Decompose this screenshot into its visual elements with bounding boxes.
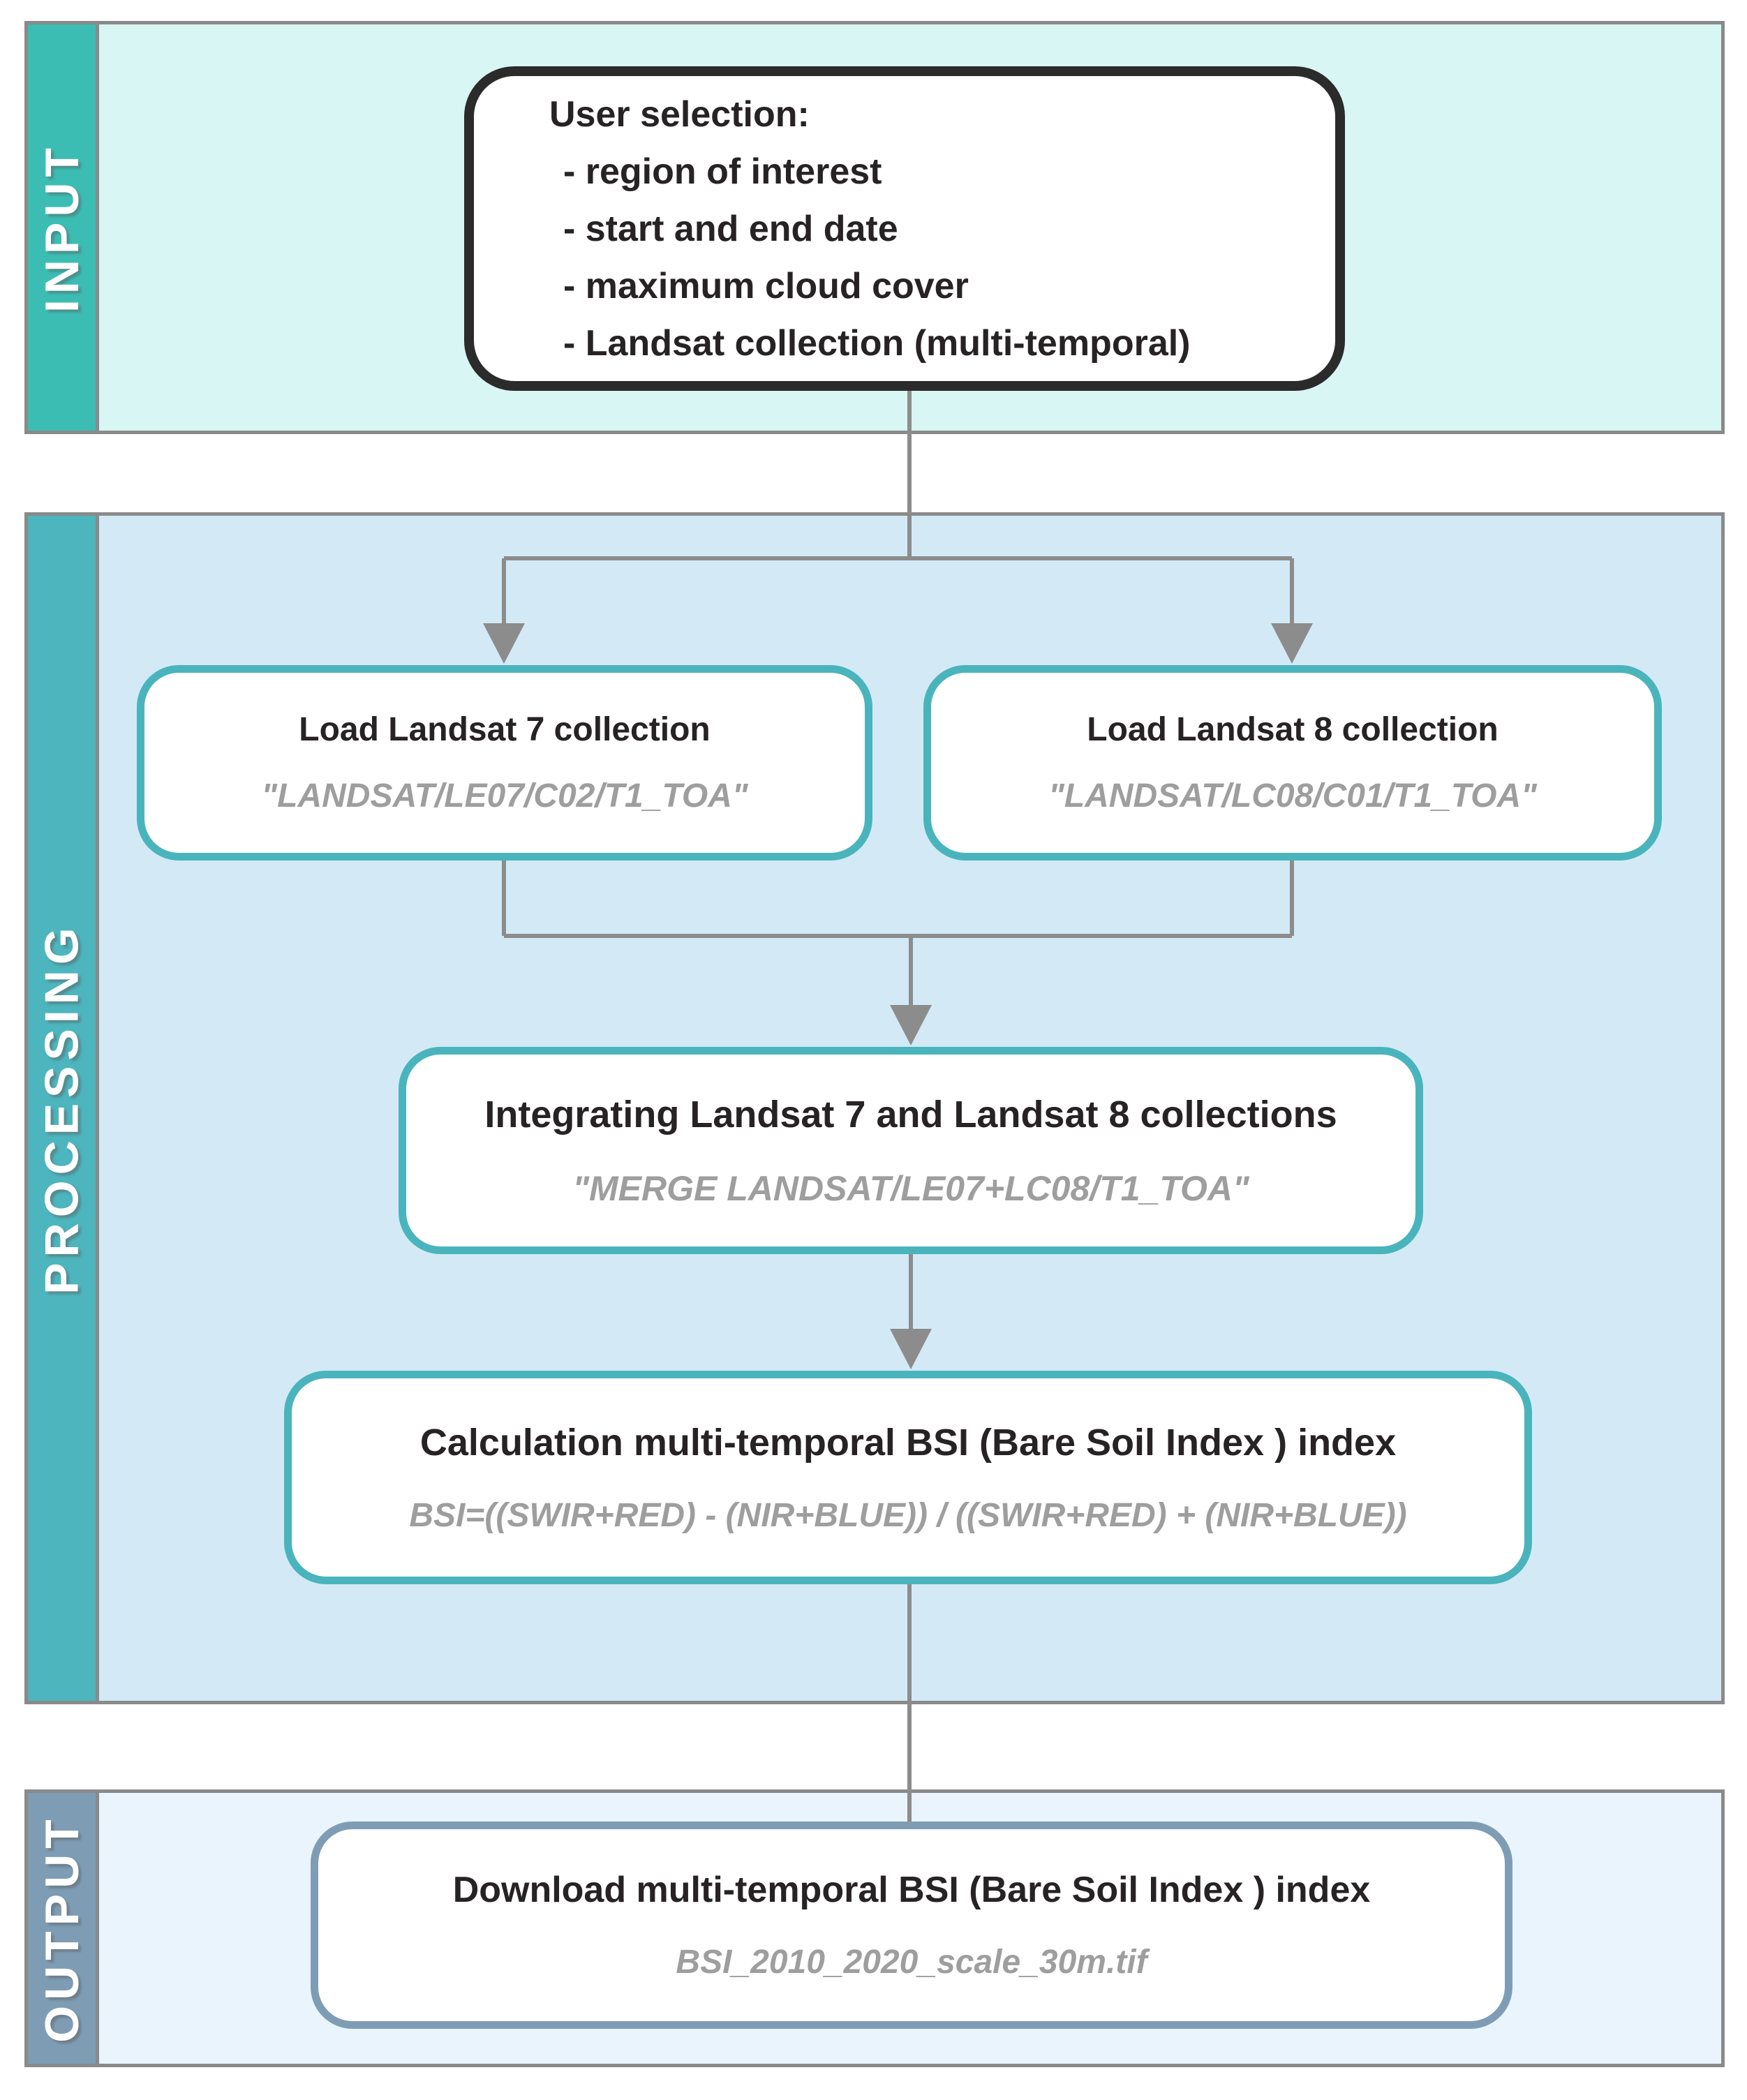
list-item: - start and end date	[563, 208, 898, 249]
output-section-label: OUTPUT	[35, 1814, 89, 2043]
list-item: - maximum cloud cover	[563, 265, 969, 306]
download-bsi-box: Download multi-temporal BSI (Bare Soil I…	[311, 1822, 1512, 2029]
processing-section-sidebar: PROCESSING	[28, 516, 99, 1701]
user-selection-box: User selection: - region of interest - st…	[464, 66, 1345, 391]
calculate-bsi-box: Calculation multi-temporal BSI (Bare Soi…	[284, 1371, 1532, 1584]
download-bsi-title: Download multi-temporal BSI (Bare Soil I…	[452, 1870, 1371, 1910]
processing-section-label: PROCESSING	[35, 922, 89, 1295]
load-landsat8-box: Load Landsat 8 collection "LANDSAT/LC08/…	[923, 665, 1662, 861]
list-item: - region of interest	[563, 151, 882, 192]
input-section-label: INPUT	[35, 142, 89, 313]
load-landsat8-title: Load Landsat 8 collection	[1087, 711, 1499, 748]
integrate-collections-code: "MERGE LANDSAT/LE07+LC08/T1_TOA"	[572, 1168, 1249, 1208]
load-landsat7-code: "LANDSAT/LE07/C02/T1_TOA"	[261, 777, 748, 814]
user-selection-items: - region of interest - start and end date…	[549, 143, 1191, 372]
calculate-bsi-title: Calculation multi-temporal BSI (Bare Soi…	[419, 1421, 1397, 1464]
load-landsat8-code: "LANDSAT/LC08/C01/T1_TOA"	[1048, 777, 1537, 814]
integrate-collections-box: Integrating Landsat 7 and Landsat 8 coll…	[399, 1047, 1423, 1254]
input-section-sidebar: INPUT	[28, 24, 99, 431]
list-item: - Landsat collection (multi-temporal)	[563, 322, 1191, 364]
download-bsi-filename: BSI_2010_2020_scale_30m.tif	[676, 1944, 1147, 1981]
load-landsat7-title: Load Landsat 7 collection	[299, 711, 711, 748]
user-selection-title: User selection:	[549, 94, 810, 135]
load-landsat7-box: Load Landsat 7 collection "LANDSAT/LE07/…	[137, 665, 872, 861]
calculate-bsi-formula: BSI=((SWIR+RED) - (NIR+BLUE)) / ((SWIR+R…	[409, 1496, 1407, 1534]
integrate-collections-title: Integrating Landsat 7 and Landsat 8 coll…	[484, 1093, 1337, 1135]
output-section-sidebar: OUTPUT	[28, 1793, 99, 2064]
